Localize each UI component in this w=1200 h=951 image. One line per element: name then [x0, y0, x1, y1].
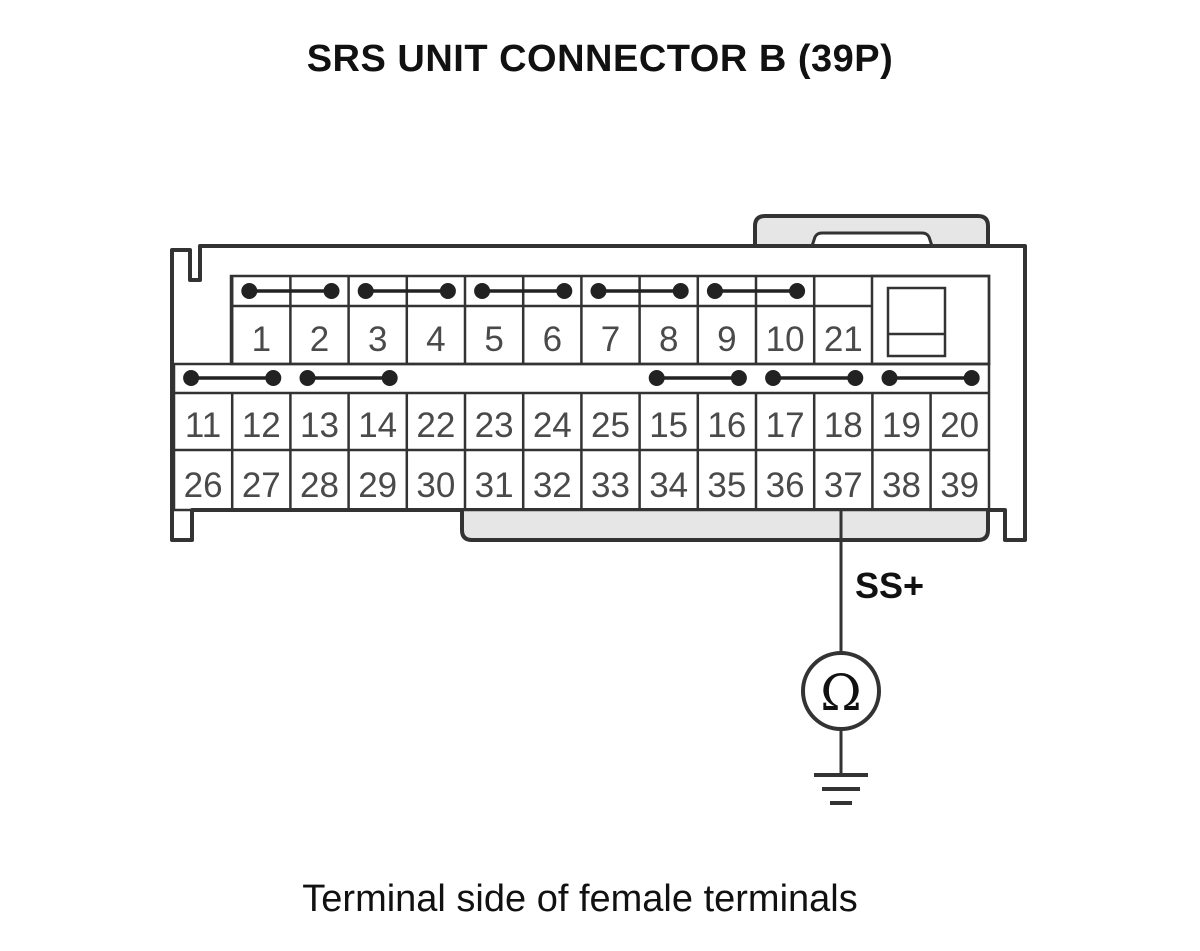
pin-31: 31 [475, 466, 514, 505]
shorting-bar-19-20 [881, 370, 980, 386]
pin-26: 26 [184, 466, 223, 505]
probe-label: SS+ [855, 565, 924, 606]
shorting-bar-17-18 [765, 370, 864, 386]
pin-22: 22 [416, 406, 455, 445]
pin-29: 29 [358, 466, 397, 505]
pin-30: 30 [416, 466, 455, 505]
shorting-bar-7-8 [590, 283, 689, 299]
pin-9: 9 [717, 320, 736, 359]
pin-19: 19 [882, 406, 921, 445]
pin-14: 14 [358, 406, 397, 445]
diagram-caption: Terminal side of female terminals [302, 878, 858, 920]
pin-8: 8 [659, 320, 678, 359]
pin-10: 10 [766, 320, 805, 359]
shorting-bar-9-10 [706, 283, 806, 299]
diagram-title: SRS UNIT CONNECTOR B (39P) [306, 38, 894, 80]
pin-37: 37 [824, 466, 863, 505]
shorting-bars [183, 283, 980, 386]
pin-11: 11 [185, 406, 221, 445]
pin-7: 7 [601, 320, 620, 359]
pin-39: 39 [940, 466, 979, 505]
shorting-bar-15-16 [648, 370, 747, 386]
pin-34: 34 [649, 466, 688, 505]
pin-36: 36 [766, 466, 805, 505]
pin-15: 15 [649, 406, 688, 445]
pin-13: 13 [300, 406, 339, 445]
probe-lead [801, 510, 881, 805]
pin-17: 17 [766, 406, 805, 445]
ohm-symbol: Ω [820, 664, 861, 722]
pin-23: 23 [475, 406, 514, 445]
pin-32: 32 [533, 466, 572, 505]
pin-16: 16 [707, 406, 746, 445]
pin-21: 21 [824, 320, 863, 359]
shorting-bar-5-6 [474, 283, 573, 299]
pin-24: 24 [533, 406, 572, 445]
pin-35: 35 [707, 466, 746, 505]
pin-2: 2 [310, 320, 329, 359]
pin-6: 6 [543, 320, 562, 359]
pin-4: 4 [426, 320, 445, 359]
pin-28: 28 [300, 466, 339, 505]
pin-27: 27 [242, 466, 281, 505]
pin-12: 12 [242, 406, 281, 445]
shorting-bar-11-12 [183, 370, 282, 386]
pin-25: 25 [591, 406, 630, 445]
pin-18: 18 [824, 406, 863, 445]
pin-38: 38 [882, 466, 921, 505]
shorting-bar-3-4 [357, 283, 456, 299]
pin-3: 3 [368, 320, 387, 359]
shorting-bar-1-2 [241, 283, 340, 299]
pin-5: 5 [484, 320, 503, 359]
shorting-bar-13-14 [299, 370, 398, 386]
pin-1: 1 [252, 320, 271, 359]
pin-20: 20 [940, 406, 979, 445]
pin-33: 33 [591, 466, 630, 505]
